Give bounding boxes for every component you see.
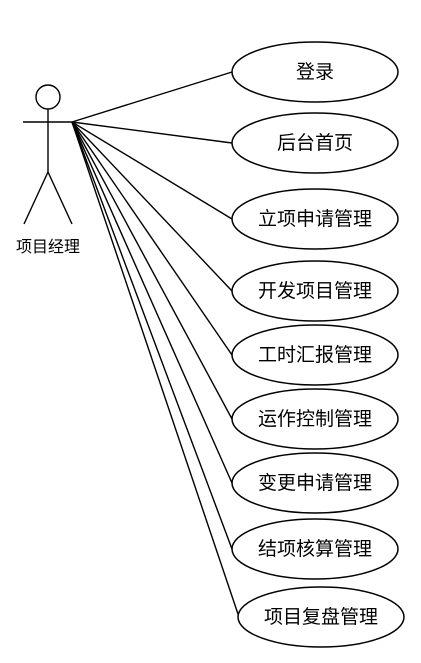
use-case-label: 后台首页 <box>277 132 353 154</box>
actor-head <box>35 84 61 110</box>
actor-figure <box>23 84 74 225</box>
association-line-operation-control <box>71 121 233 420</box>
associations <box>71 71 240 618</box>
use-case-ellipse <box>231 260 399 322</box>
use-case-development-project: 开发项目管理 <box>231 260 399 322</box>
use-case-project-review: 项目复盘管理 <box>237 586 405 648</box>
use-case-ellipse <box>231 388 399 450</box>
use-case-ellipse <box>231 324 399 386</box>
use-case-label: 立项申请管理 <box>258 208 372 230</box>
use-case-work-hours: 工时汇报管理 <box>231 324 399 386</box>
use-case-ellipse <box>231 188 399 250</box>
use-case-login: 登录 <box>231 41 399 103</box>
use-case-ellipse <box>231 112 399 174</box>
use-case-ellipse <box>231 518 399 580</box>
use-case-dashboard: 后台首页 <box>231 112 399 174</box>
use-case-ellipse <box>231 41 399 103</box>
use-case-project-application: 立项申请管理 <box>231 188 399 250</box>
use-case-label: 项目复盘管理 <box>264 606 378 628</box>
association-line-development-project <box>71 121 233 292</box>
use-case-closure-accounting: 结项核算管理 <box>231 518 399 580</box>
association-line-work-hours <box>71 121 233 356</box>
actor-label: 项目经理 <box>16 237 80 256</box>
use-case-label: 工时汇报管理 <box>258 344 372 366</box>
association-line-project-application <box>71 121 233 220</box>
actor-right-leg <box>47 171 73 225</box>
use-case-change-request: 变更申请管理 <box>231 452 399 514</box>
association-line-closure-accounting <box>71 121 233 550</box>
association-line-login <box>71 71 233 123</box>
association-line-project-review <box>71 121 240 618</box>
use-case-operation-control: 运作控制管理 <box>231 388 399 450</box>
association-line-change-request <box>71 121 233 484</box>
use-case-label: 运作控制管理 <box>258 408 372 430</box>
use-case-label: 开发项目管理 <box>258 280 372 302</box>
use-case-ellipse <box>231 452 399 514</box>
use-case-label: 变更申请管理 <box>258 472 372 494</box>
actor-left-leg <box>23 171 49 225</box>
use-case-label: 登录 <box>296 61 334 83</box>
use-case-ellipse <box>237 586 405 648</box>
association-line-dashboard <box>71 121 233 144</box>
use-case-label: 结项核算管理 <box>258 538 372 560</box>
